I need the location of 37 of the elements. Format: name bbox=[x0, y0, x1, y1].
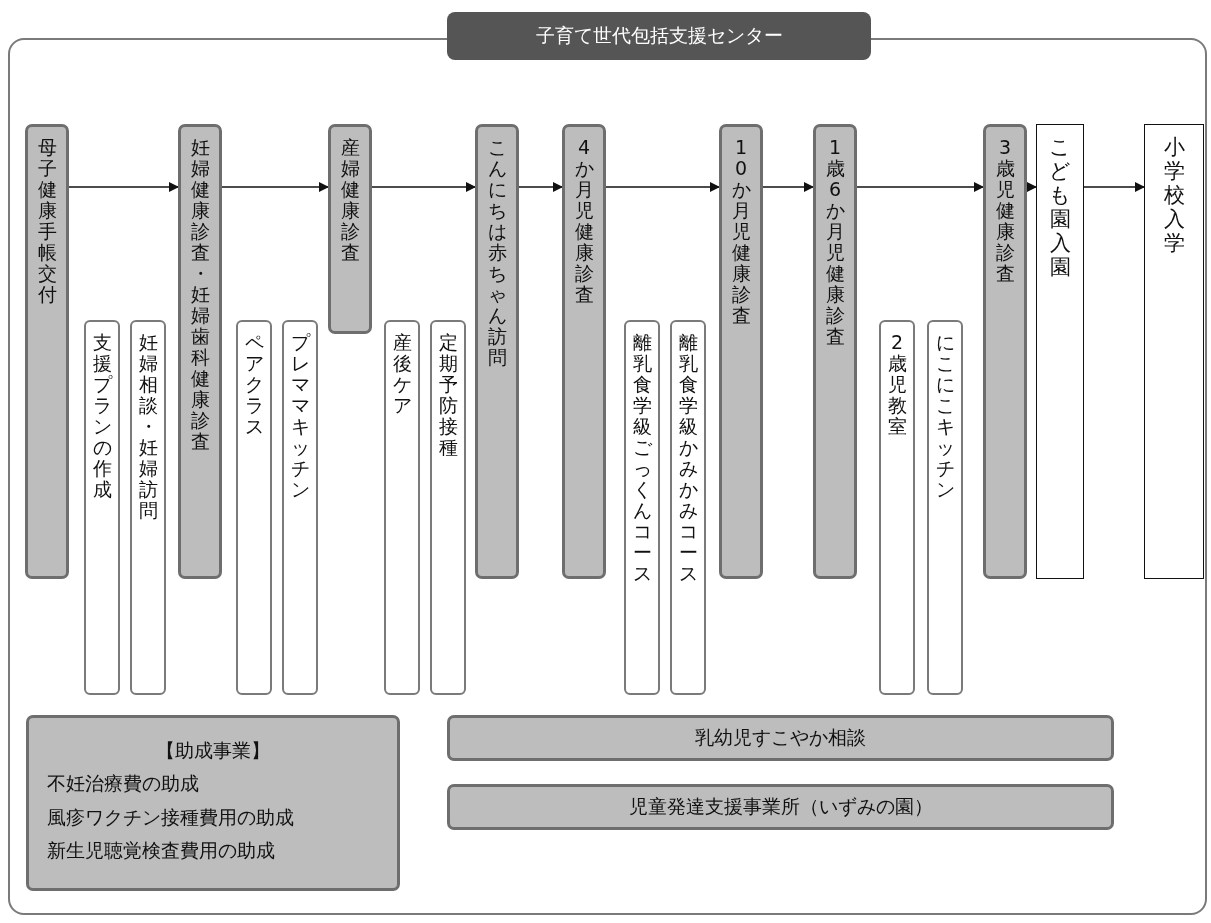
process-box: 妊婦健康診査・妊婦歯科健康診査 bbox=[178, 124, 222, 579]
arrow bbox=[762, 182, 814, 192]
milestone-box: 小学校入学 bbox=[1144, 124, 1204, 579]
arrow bbox=[221, 182, 329, 192]
service-box: にこにこキッチン bbox=[927, 320, 963, 695]
service-box: ペアクラス bbox=[236, 320, 272, 695]
service-box: 離乳食学級ごっくんコース bbox=[624, 320, 660, 695]
arrow bbox=[68, 182, 179, 192]
service-box: 産後ケア bbox=[384, 320, 420, 695]
service-box: 支援プランの作成 bbox=[84, 320, 120, 695]
arrow bbox=[371, 182, 476, 192]
consultation-bar: 児童発達支援事業所（いずみの園） bbox=[447, 784, 1114, 830]
process-box: 母子健康手帳交付 bbox=[25, 124, 69, 579]
process-box: 4か月児健康診査 bbox=[562, 124, 606, 579]
process-box: 産婦健康診査 bbox=[328, 124, 372, 334]
arrow bbox=[856, 182, 984, 192]
arrow bbox=[518, 182, 563, 192]
consultation-bar: 乳幼児すこやか相談 bbox=[447, 715, 1114, 761]
process-box: 10か月児健康診査 bbox=[719, 124, 763, 579]
service-box: 2歳児教室 bbox=[879, 320, 915, 695]
header-tab: 子育て世代包括支援センター bbox=[447, 12, 871, 60]
list-item: 不妊治療費の助成 bbox=[47, 771, 200, 797]
service-box: 妊婦相談・妊婦訪問 bbox=[130, 320, 166, 695]
service-box: 離乳食学級かみかみコース bbox=[670, 320, 706, 695]
list-item: 新生児聴覚検査費用の助成 bbox=[47, 837, 276, 863]
service-box: 定期予防接種 bbox=[430, 320, 466, 695]
arrow bbox=[1026, 182, 1037, 192]
service-box: プレママキッチン bbox=[282, 320, 318, 695]
process-box: 3歳児健康診査 bbox=[983, 124, 1027, 579]
panel-heading: 【助成事業】 bbox=[155, 738, 271, 763]
subsidy-panel bbox=[26, 715, 400, 891]
arrow bbox=[605, 182, 720, 192]
arrow bbox=[1083, 182, 1145, 192]
list-item: 風疹ワクチン接種費用の助成 bbox=[47, 804, 295, 830]
process-box: 1歳6か月児健康診査 bbox=[813, 124, 857, 579]
milestone-box: こども園入園 bbox=[1036, 124, 1084, 579]
process-box: こんにちは赤ちゃん訪問 bbox=[475, 124, 519, 579]
